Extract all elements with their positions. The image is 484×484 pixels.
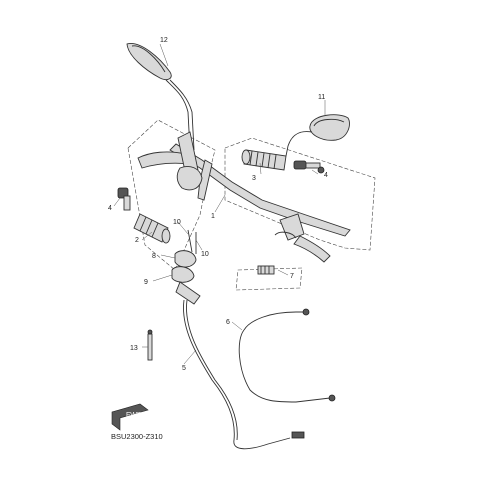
throttle-assembly-boundary: [235, 267, 303, 291]
left-bar-end: [117, 187, 131, 211]
brake-lever: [274, 213, 331, 263]
callout-8: 8: [152, 253, 156, 260]
callout-leaders: [113, 43, 326, 365]
callout-9: 9: [144, 279, 148, 286]
right-bar-end: [293, 160, 325, 174]
callout-11: 11: [318, 94, 325, 101]
diagram-code: BSU2300-Z310: [111, 432, 163, 441]
fwd-badge-label: FWD: [126, 412, 142, 419]
callout-3: 3: [252, 175, 256, 182]
callout-2: 2: [135, 237, 139, 244]
callout-1: 1: [211, 213, 215, 220]
clutch-cable: [238, 308, 336, 403]
right-mirror: [285, 114, 350, 157]
forward-arrow-icon: FWD: [111, 403, 149, 431]
callout-10-lower: 10: [201, 251, 209, 258]
callout-5: 5: [182, 365, 186, 372]
left-mirror: [126, 43, 195, 151]
callout-4-right: 4: [324, 172, 328, 179]
left-assembly-boundary: [127, 119, 216, 271]
callout-12: 12: [160, 37, 168, 44]
throttle-cable-adjuster: [257, 265, 275, 275]
cable-clip: [147, 329, 153, 361]
clutch-lever: [137, 131, 203, 191]
callout-10-upper: 10: [173, 219, 181, 226]
callout-13: 13: [130, 345, 138, 352]
callout-6: 6: [226, 319, 230, 326]
callout-4-left: 4: [108, 205, 112, 212]
callout-7: 7: [290, 273, 294, 280]
right-grip: [241, 149, 287, 171]
throttle-housing: [171, 229, 197, 283]
throttle-cable: [175, 281, 305, 450]
right-assembly-boundary: [224, 137, 376, 251]
left-grip: [133, 213, 171, 244]
